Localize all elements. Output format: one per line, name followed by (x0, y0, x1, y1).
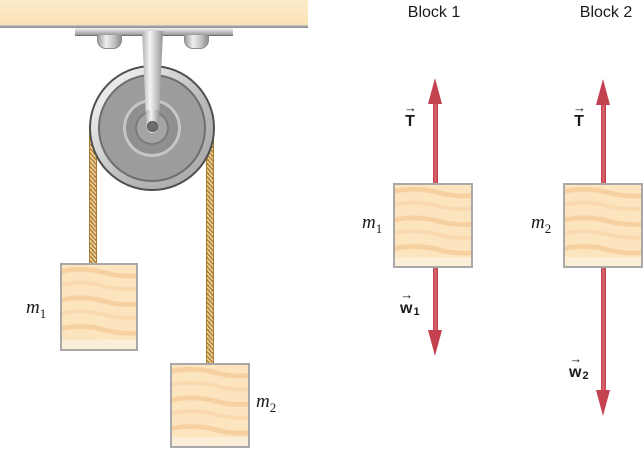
rope-left-segment (89, 128, 97, 264)
wood-texture (62, 265, 136, 349)
hanging-block-m1 (60, 263, 138, 351)
weight-arrow-shaft-block1 (433, 268, 438, 332)
mass-subscript: 1 (375, 220, 383, 236)
rope-right-segment (206, 128, 214, 364)
fbd-block2-mass-label: m2 (531, 213, 551, 239)
mass2-subscript: 2 (269, 399, 277, 415)
ceiling (0, 0, 308, 25)
mass1-subscript: 1 (39, 305, 47, 321)
fbd-block1-box (393, 183, 473, 268)
tension-arrow-shaft-block1 (433, 102, 438, 183)
weight-arrow-shaft-block2 (601, 268, 606, 392)
wood-texture (395, 185, 471, 266)
mass-symbol: m (362, 212, 376, 233)
weight-arrowhead-block1 (428, 330, 442, 356)
mass2-label: m2 (256, 392, 276, 418)
tension-arrow-shaft-block2 (601, 103, 606, 183)
pulley-axle (147, 121, 158, 132)
bolt-left (97, 35, 122, 49)
mass1-label: m1 (26, 298, 46, 324)
fbd-block1-mass-label: m1 (362, 213, 382, 239)
wood-texture (565, 185, 641, 266)
mass-subscript: 2 (544, 220, 552, 236)
fbd-block2-title: Block 2 (579, 4, 633, 21)
vector-arrow-icon: → (400, 287, 413, 302)
tension-arrowhead-block1 (428, 78, 442, 104)
mass2-symbol: m (256, 391, 270, 412)
vector-arrow-icon: → (569, 351, 582, 366)
fbd-block1-title: Block 1 (407, 4, 461, 21)
tension-label-block1: →T (404, 100, 417, 130)
wood-texture (172, 365, 248, 446)
mass1-symbol: m (26, 297, 40, 318)
pulley-bracket-rod (142, 31, 163, 119)
vector-arrow-icon: → (404, 100, 417, 115)
weight2-subscript: 2 (582, 370, 589, 382)
fbd-block2-box (563, 183, 643, 268)
hanging-block-m2 (170, 363, 250, 448)
tension-arrowhead-block2 (596, 79, 610, 105)
tension-label-block2: →T (573, 100, 586, 130)
weight1-subscript: 1 (413, 306, 420, 318)
ceiling-edge-line (0, 25, 308, 28)
bolt-right (184, 35, 209, 49)
weight-arrowhead-block2 (596, 390, 610, 416)
mass-symbol: m (531, 212, 545, 233)
vector-arrow-icon: → (573, 100, 586, 115)
